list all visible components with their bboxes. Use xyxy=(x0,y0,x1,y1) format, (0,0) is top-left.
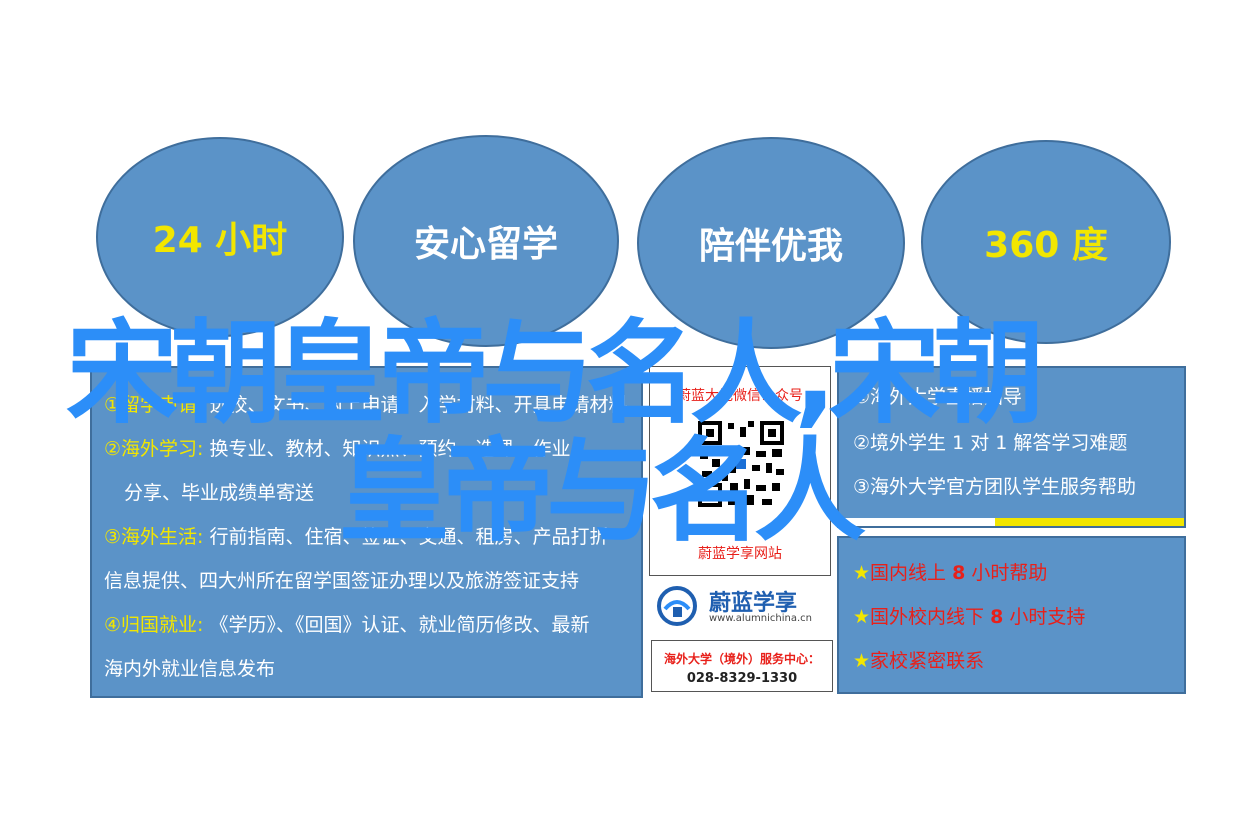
right-top-line-1: ①海外大学直播指导 xyxy=(853,386,1023,408)
left-line-2: ②海外学习: 换专业、教材、知识点、预约、选课、作业 xyxy=(104,438,571,460)
divider-bar-white xyxy=(839,518,995,526)
circle-360: 360 度 xyxy=(921,140,1171,344)
site-label: 蔚蓝学享网站 xyxy=(698,546,782,562)
star-line-1: ★国内线上 8 小时帮助 xyxy=(853,562,1048,584)
logo-name: 蔚蓝学享 xyxy=(709,591,798,616)
service-center-label: 海外大学（境外）服务中心： xyxy=(663,652,820,666)
left-line-3: 分享、毕业成绩单寄送 xyxy=(124,482,315,504)
right-top-line-3: ③海外大学官方团队学生服务帮助 xyxy=(853,476,1137,498)
star-line-3: ★家校紧密联系 xyxy=(853,650,985,672)
divider-bar-yellow xyxy=(995,518,1184,526)
left-line-6: ④归国就业: 《学历》、《回国》认证、就业简历修改、最新 xyxy=(104,614,590,636)
qr-code-icon xyxy=(696,419,786,509)
right-panel-bottom: ★国内线上 8 小时帮助 ★国外校内线下 8 小时支持 ★家校紧密联系 xyxy=(837,536,1186,694)
left-line-7: 海内外就业信息发布 xyxy=(104,658,276,680)
overlay-title-line-1: 宋朝皇帝与名人,宋朝 xyxy=(66,309,1045,439)
left-panel: ①留学申请: 选校、文书、网上申请、入学材料、开具申请材料 ②海外学习: 换专业… xyxy=(90,366,643,698)
right-panel-top: ①海外大学直播指导 ②境外学生 1 对 1 解答学习难题 ③海外大学官方团队学生… xyxy=(837,366,1186,528)
star-icon: ★ xyxy=(853,562,871,584)
alumni-logo-icon xyxy=(657,586,697,626)
star-line-2: ★国外校内线下 8 小时支持 xyxy=(853,606,1086,628)
left-line-4: ③海外生活: 行前指南、住宿、签证、交通、租房、产品打折 xyxy=(104,526,609,548)
circle-safe-study-label: 安心留学 xyxy=(413,224,558,265)
contact-card: 海外大学（境外）服务中心： 028-8329-1330 xyxy=(651,640,833,692)
wechat-label: 蔚蓝大地微信公众号 xyxy=(677,388,803,404)
circle-24h: 24 小时 xyxy=(96,137,344,337)
circle-accompany: 陪伴优我 xyxy=(637,137,905,349)
logo-url: www.alumnichina.cn xyxy=(709,613,812,624)
circle-accompany-label: 陪伴优我 xyxy=(698,226,843,267)
qr-card: 蔚蓝大地微信公众号 蔚蓝学享网站 xyxy=(649,366,831,576)
circle-safe-study: 安心留学 xyxy=(353,135,619,347)
star-icon: ★ xyxy=(853,650,871,672)
phone-number: 028-8329-1330 xyxy=(686,671,798,686)
logo-card: 蔚蓝学享 www.alumnichina.cn xyxy=(649,579,831,635)
left-line-1: ①留学申请: 选校、文书、网上申请、入学材料、开具申请材料 xyxy=(104,394,628,416)
circle-24h-label: 24 小时 xyxy=(152,220,288,261)
star-icon: ★ xyxy=(853,606,871,628)
right-top-line-2: ②境外学生 1 对 1 解答学习难题 xyxy=(853,432,1128,454)
circle-360-label: 360 度 xyxy=(984,225,1108,266)
left-line-5: 信息提供、四大州所在留学国签证办理以及旅游签证支持 xyxy=(104,570,580,592)
overlay-title-line-2: 皇帝与名人 xyxy=(338,427,866,557)
